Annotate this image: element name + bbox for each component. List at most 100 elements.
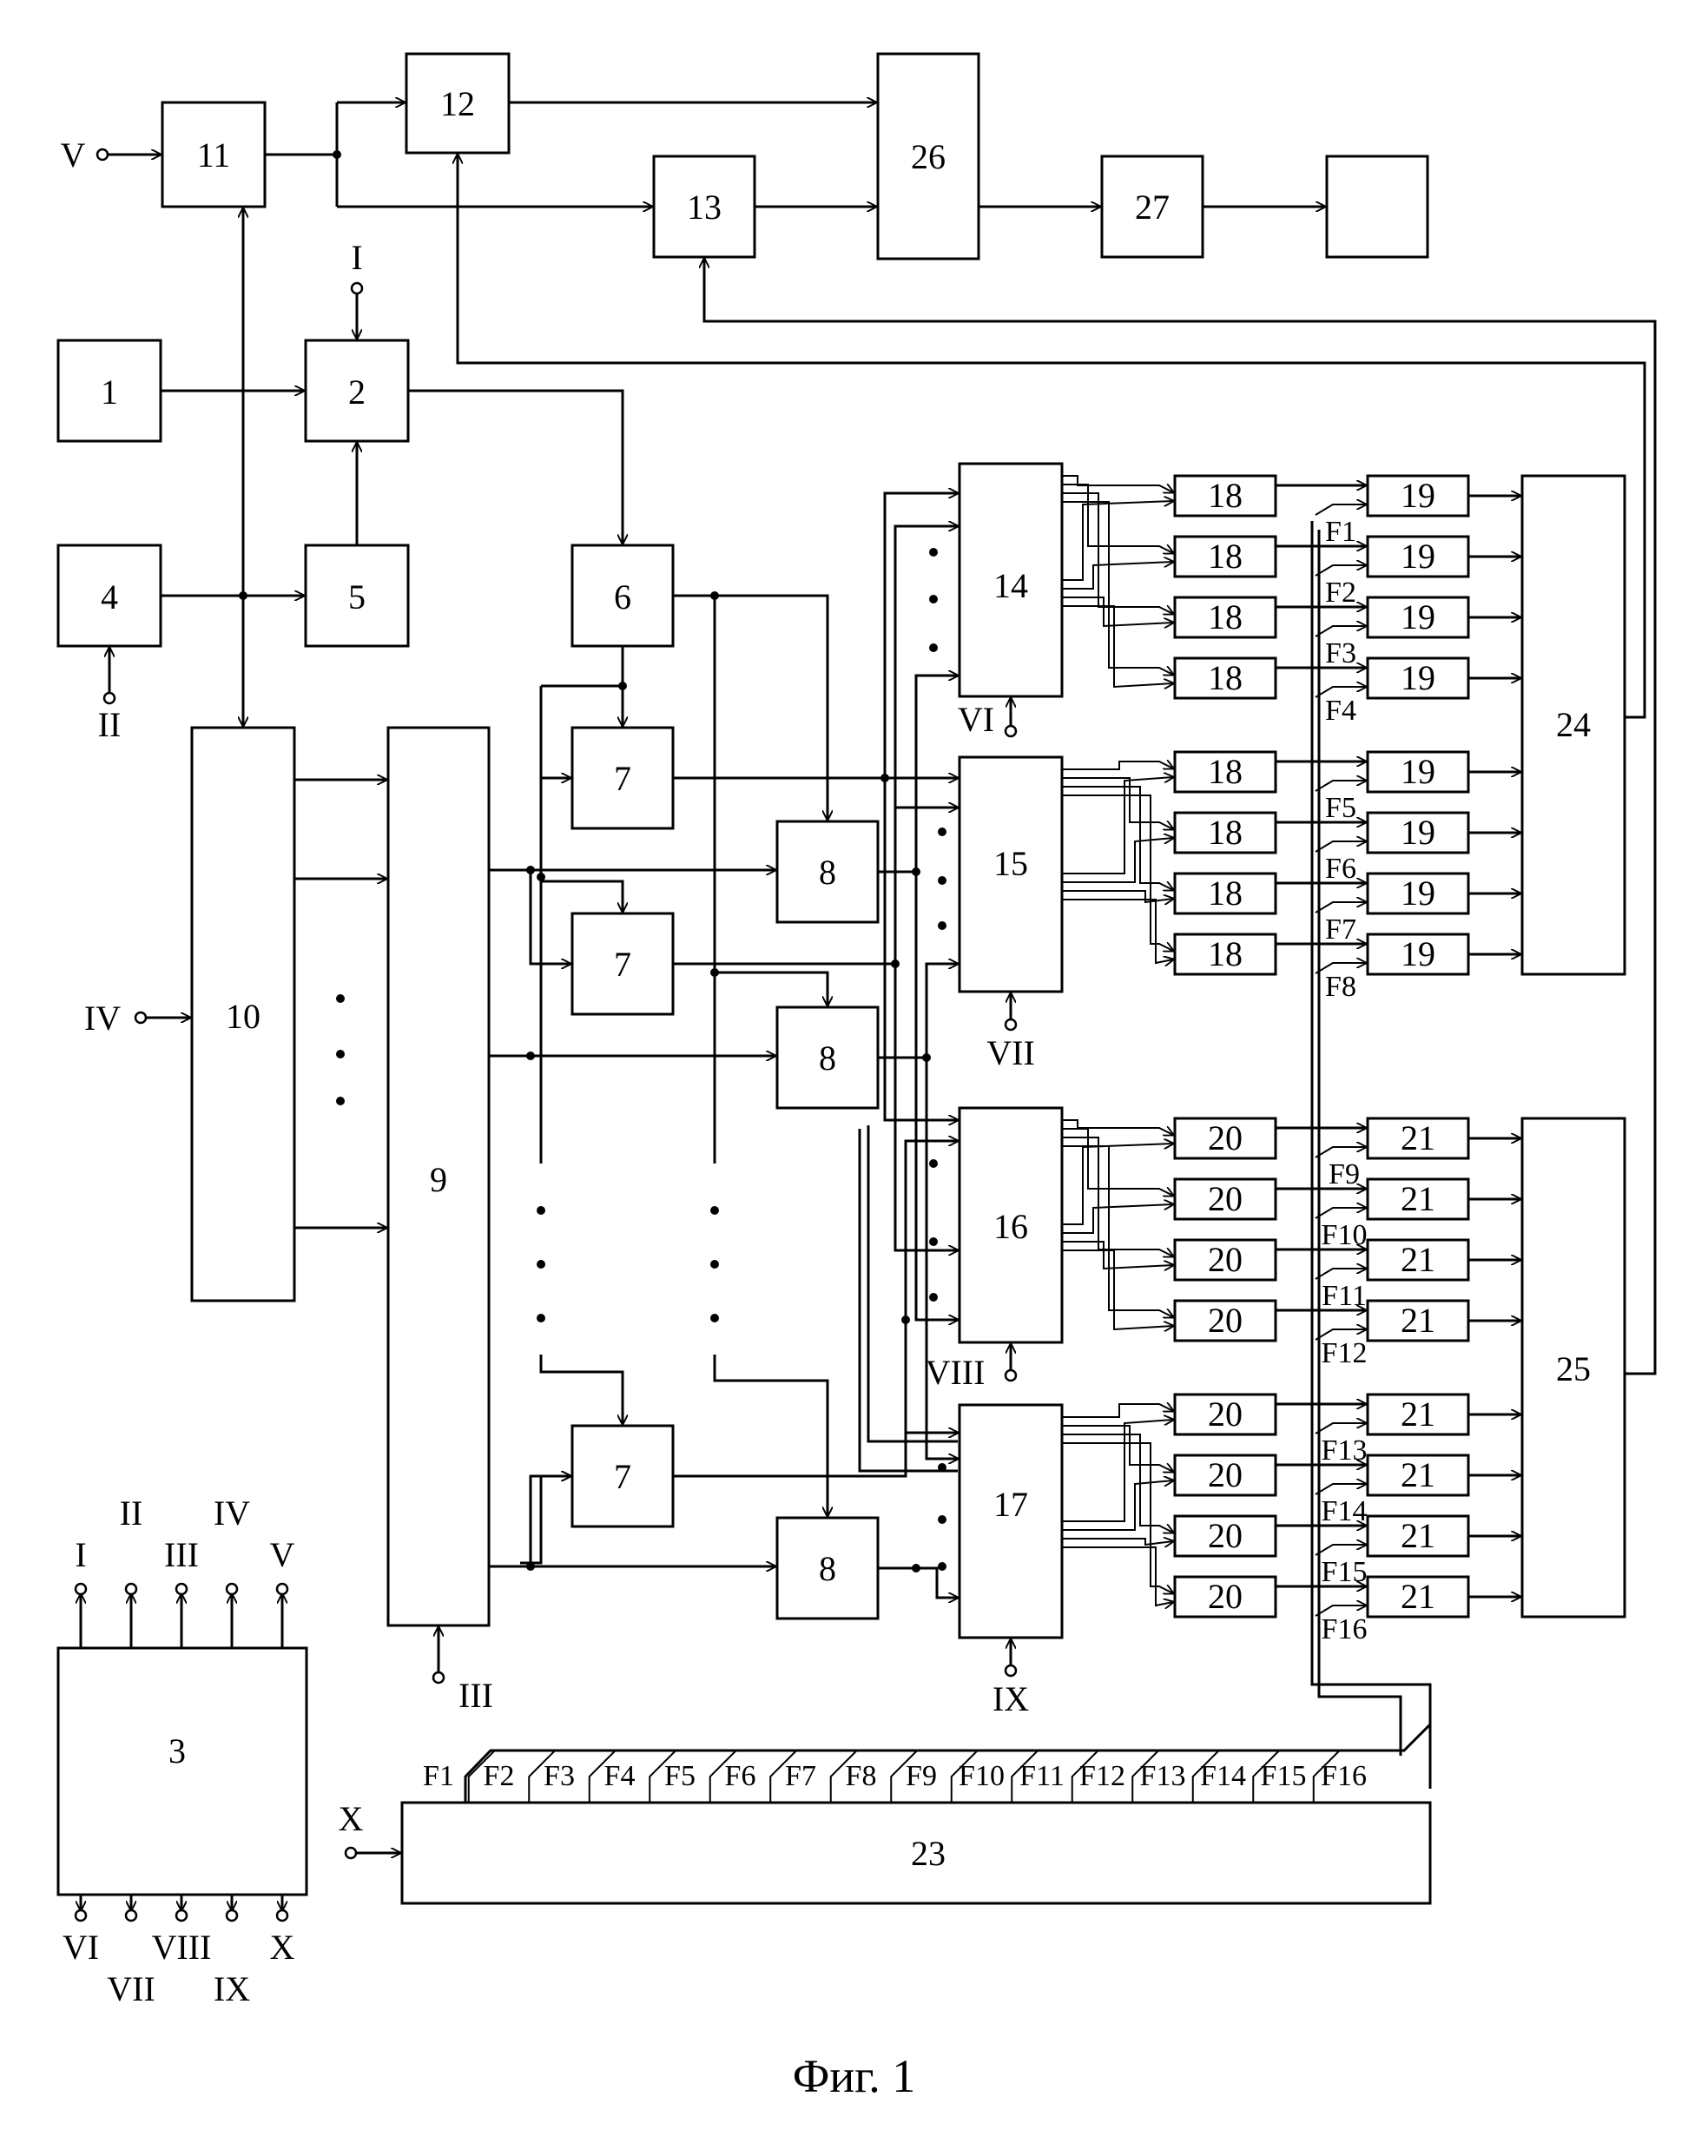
svg-text:12: 12 bbox=[440, 84, 475, 123]
svg-text:20: 20 bbox=[1208, 1118, 1243, 1157]
svg-text:21: 21 bbox=[1401, 1179, 1435, 1218]
f-label-13: F13 bbox=[1322, 1434, 1368, 1467]
block-20-7: 20 bbox=[1175, 1516, 1276, 1556]
f-label-2: F2 bbox=[1325, 577, 1356, 609]
svg-text:24: 24 bbox=[1556, 705, 1591, 744]
block-20-5: 20 bbox=[1175, 1394, 1276, 1434]
svg-text:18: 18 bbox=[1208, 874, 1243, 913]
svg-text:27: 27 bbox=[1135, 188, 1170, 227]
svg-text:VI: VI bbox=[958, 700, 994, 739]
block-25: 26 bbox=[878, 54, 979, 259]
bus-label-8: F8 bbox=[846, 1760, 877, 1792]
block-21-1: 21 bbox=[1368, 1118, 1468, 1158]
block-12: 12 bbox=[406, 54, 509, 153]
block-7-mid: 7 bbox=[572, 913, 673, 1014]
svg-text:IX: IX bbox=[992, 1679, 1029, 1718]
svg-text:IV: IV bbox=[84, 999, 121, 1038]
svg-text:19: 19 bbox=[1401, 934, 1435, 973]
block-19-3: 19 bbox=[1368, 597, 1468, 637]
block-23: 24 bbox=[1522, 476, 1625, 974]
svg-text:19: 19 bbox=[1401, 813, 1435, 852]
svg-text:21: 21 bbox=[1401, 1301, 1435, 1340]
block-14: 14 bbox=[960, 464, 1062, 696]
svg-text:VII: VII bbox=[986, 1033, 1035, 1072]
svg-text:18: 18 bbox=[1208, 752, 1243, 791]
block-18-4: 18 bbox=[1175, 658, 1276, 698]
svg-text:VII: VII bbox=[107, 1969, 155, 2008]
svg-text:VIII: VIII bbox=[152, 1928, 212, 1967]
block-7-top: 7 bbox=[572, 728, 673, 828]
svg-text:I: I bbox=[75, 1535, 86, 1574]
svg-text:18: 18 bbox=[1208, 476, 1243, 515]
svg-text:21: 21 bbox=[1401, 1394, 1435, 1434]
f-label-8: F8 bbox=[1325, 971, 1356, 1003]
svg-text:7: 7 bbox=[614, 1457, 631, 1496]
f-label-12: F12 bbox=[1322, 1337, 1368, 1369]
block-18-2: 18 bbox=[1175, 537, 1276, 577]
f-label-7: F7 bbox=[1325, 913, 1356, 946]
block-20-1: 20 bbox=[1175, 1118, 1276, 1158]
svg-text:21: 21 bbox=[1401, 1455, 1435, 1494]
block-20-8: 20 bbox=[1175, 1577, 1276, 1617]
block-11: 11 bbox=[162, 102, 265, 207]
block-27 bbox=[1327, 156, 1428, 257]
svg-text:5: 5 bbox=[348, 577, 366, 616]
svg-text:II: II bbox=[98, 705, 122, 744]
block-8-mid: 8 bbox=[777, 1007, 878, 1108]
svg-text:1: 1 bbox=[101, 373, 118, 412]
f-label-16: F16 bbox=[1322, 1613, 1368, 1645]
f-label-1: F1 bbox=[1325, 516, 1356, 548]
svg-text:II: II bbox=[120, 1493, 143, 1533]
svg-text:18: 18 bbox=[1208, 537, 1243, 576]
svg-text:VIII: VIII bbox=[926, 1353, 986, 1392]
bus-labels: F1F2F3F4F5F6F7F8F9F10F11F12F13F14F15F16 bbox=[423, 1751, 1367, 1803]
block-13: 13 bbox=[654, 156, 755, 257]
f-label-5: F5 bbox=[1325, 792, 1356, 824]
block-18-8: 18 bbox=[1175, 934, 1276, 974]
block-19-6: 19 bbox=[1368, 813, 1468, 853]
register-wires bbox=[1062, 476, 1520, 1616]
bus-label-10: F10 bbox=[959, 1760, 1005, 1792]
svg-text:V: V bbox=[270, 1535, 295, 1574]
bus-label-7: F7 bbox=[785, 1760, 816, 1792]
bus-label-15: F15 bbox=[1261, 1760, 1307, 1792]
svg-text:14: 14 bbox=[993, 566, 1028, 605]
svg-text:18: 18 bbox=[1208, 658, 1243, 697]
svg-text:8: 8 bbox=[819, 853, 836, 892]
f-label-10: F10 bbox=[1322, 1219, 1368, 1251]
svg-text:25: 25 bbox=[1556, 1349, 1591, 1388]
block-17: 17 bbox=[960, 1405, 1062, 1638]
block-5: 5 bbox=[306, 545, 408, 646]
svg-text:13: 13 bbox=[687, 188, 722, 227]
bus-label-2: F2 bbox=[484, 1760, 515, 1792]
svg-text:X: X bbox=[339, 1799, 364, 1838]
block-19-2: 19 bbox=[1368, 537, 1468, 577]
svg-text:19: 19 bbox=[1401, 658, 1435, 697]
svg-text:19: 19 bbox=[1401, 874, 1435, 913]
block-21-2: 21 bbox=[1368, 1179, 1468, 1219]
block-21-5: 21 bbox=[1368, 1394, 1468, 1434]
f-label-15: F15 bbox=[1322, 1556, 1368, 1588]
svg-text:23: 23 bbox=[911, 1834, 946, 1873]
block-2: 2 bbox=[306, 340, 408, 441]
bus-label-13: F13 bbox=[1140, 1760, 1186, 1792]
bus-label-4: F4 bbox=[604, 1760, 636, 1792]
block-9: 9 bbox=[388, 728, 489, 1625]
svg-text:X: X bbox=[270, 1928, 295, 1967]
svg-text:I: I bbox=[351, 238, 362, 277]
svg-text:26: 26 bbox=[911, 137, 946, 176]
f-label-9: F9 bbox=[1329, 1158, 1360, 1190]
svg-text:20: 20 bbox=[1208, 1455, 1243, 1494]
svg-text:7: 7 bbox=[614, 945, 631, 984]
block-3: 3 bbox=[58, 1648, 307, 1895]
svg-text:8: 8 bbox=[819, 1549, 836, 1588]
block-21-3: 21 bbox=[1368, 1240, 1468, 1280]
svg-text:19: 19 bbox=[1401, 537, 1435, 576]
block-8-bottom: 8 bbox=[777, 1518, 878, 1619]
block-19-1: 19 bbox=[1368, 476, 1468, 516]
bus-label-11: F11 bbox=[1019, 1760, 1065, 1792]
block-20-3: 20 bbox=[1175, 1240, 1276, 1280]
f-label-4: F4 bbox=[1325, 695, 1356, 727]
svg-text:IX: IX bbox=[214, 1969, 250, 2008]
svg-text:18: 18 bbox=[1208, 813, 1243, 852]
